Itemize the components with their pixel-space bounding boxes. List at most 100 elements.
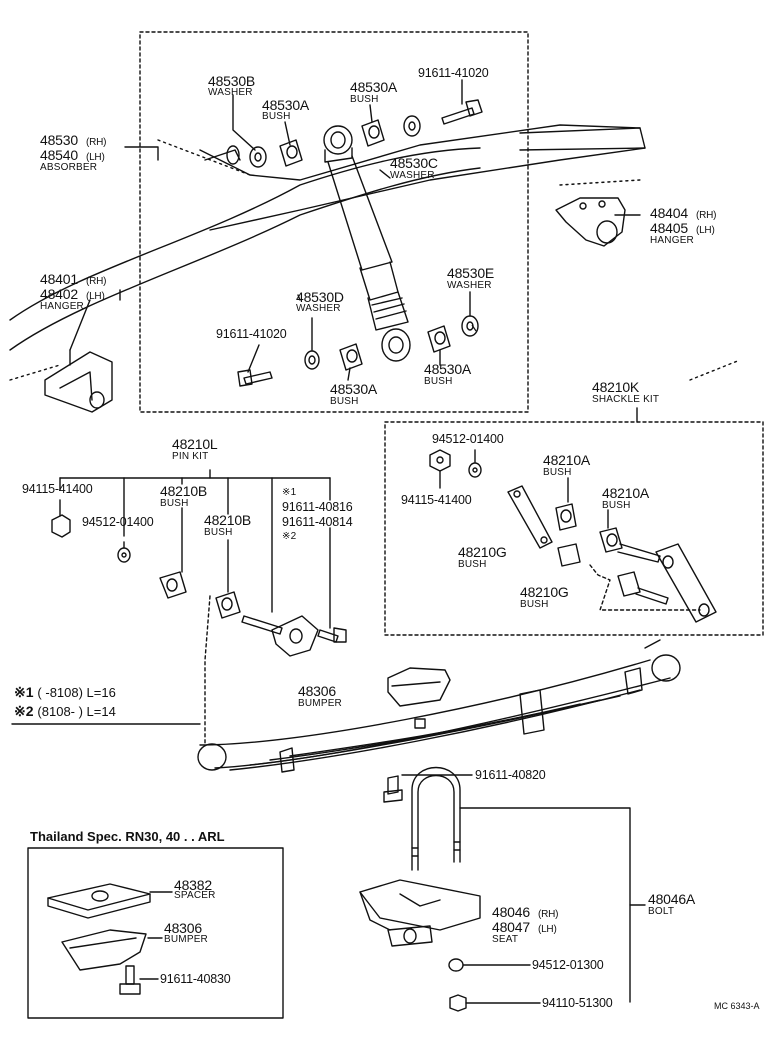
- bush-48530a-lower-right-part: [427, 325, 451, 353]
- part-number-48530a-upper-right: 48530A: [350, 79, 398, 95]
- pin-kit-name: PIN KIT: [172, 451, 209, 462]
- washer-48530c-part: [403, 115, 421, 137]
- seat-number-lh: 48047(LH): [492, 919, 557, 935]
- shackle-washer-part: [468, 462, 482, 478]
- pin-kit-tree: [59, 469, 331, 629]
- pinkit-bolt-note2-mark: ※2: [282, 531, 297, 542]
- pinkit-washer-part: [117, 547, 131, 563]
- spring-nut-part: [449, 994, 467, 1012]
- shock-absorber: [323, 125, 411, 362]
- part-number-48530a-lower-mid: 48530A: [330, 381, 378, 397]
- part-name-washer: WASHER: [296, 303, 341, 314]
- spring-bumper-number: 48306: [298, 683, 336, 699]
- front-hanger-number-rh: 48401(RH): [40, 271, 107, 287]
- pinkit-bush-b-number: 48210B: [204, 512, 252, 528]
- spring-seat-part: [359, 879, 481, 947]
- part-number-48530a-lower-right: 48530A: [424, 361, 472, 377]
- leader-48530b: [232, 94, 256, 151]
- thailand-bumper-part: [61, 929, 147, 971]
- part-name-hanger-rear: HANGER: [650, 235, 694, 246]
- pinkit-bush-a-part: [159, 571, 187, 599]
- shackle-bush-g2-part: [617, 571, 669, 605]
- shackle-bush-g2-number: 48210G: [520, 584, 569, 600]
- part-name-bush: BUSH: [160, 498, 189, 509]
- pinkit-bolt-note1-mark: ※1: [282, 487, 297, 498]
- pinkit-bush-a-number: 48210B: [160, 483, 208, 499]
- diagram-ref-code: MC 6343-A: [714, 1001, 760, 1011]
- washer-48530d-part: [304, 350, 320, 370]
- part-name-bush: BUSH: [262, 111, 291, 122]
- washer-48530e-part: [461, 315, 479, 337]
- pinkit-pin-plate-part: [241, 615, 319, 657]
- part-name-bush: BUSH: [204, 527, 233, 538]
- bush-48530a-upper-left-part: [279, 139, 303, 167]
- leader-48530a-ul: [284, 121, 291, 146]
- part-name-bush: BUSH: [350, 94, 379, 105]
- absorber-number-lh: 48540(LH): [40, 147, 105, 163]
- part-name-bush: BUSH: [520, 599, 549, 610]
- u-bolt-part: [411, 766, 461, 871]
- bumper-48306-part: [387, 667, 451, 707]
- shackle-bush-a2-part: [599, 527, 661, 563]
- part-name-bush: BUSH: [602, 500, 631, 511]
- spring-washer-part: [448, 958, 464, 972]
- shackle-plate-left-part: [507, 485, 553, 549]
- thailand-spec-box: [27, 847, 284, 1019]
- part-number-bolt-91611-41020-top: 91611-41020: [418, 66, 489, 80]
- shackle-bush-g1-part: [557, 543, 581, 567]
- washer-48530b-part: [249, 146, 267, 168]
- thailand-bumper-name: BUMPER: [164, 934, 208, 945]
- pin-kit-number: 48210L: [172, 436, 218, 452]
- part-number-48530d: 48530D: [296, 289, 344, 305]
- shackle-kit-number: 48210K: [592, 379, 640, 395]
- pinkit-washer-number: 94512-01400: [82, 515, 154, 529]
- note-1: ※1 ( -8108) L=16: [14, 684, 116, 700]
- bush-48530a-upper-right-part: [361, 119, 385, 147]
- absorber-number-rh: 48530(RH): [40, 132, 107, 148]
- part-name-bush: BUSH: [543, 467, 572, 478]
- thailand-bolt-number: 91611-40830: [160, 972, 231, 986]
- part-number-48530a-upper-left: 48530A: [262, 97, 310, 113]
- part-name-washer: WASHER: [447, 280, 492, 291]
- bush-48530a-lower-mid-part: [339, 343, 363, 371]
- part-number-48530e: 48530E: [447, 265, 495, 281]
- shackle-nut-part: [429, 449, 451, 472]
- shackle-bush-a1-part: [555, 503, 577, 531]
- part-number-48530c: 48530C: [390, 155, 438, 171]
- part-number-bolt-91611-41020-lower: 91611-41020: [216, 327, 287, 341]
- pinkit-bush-b-part: [215, 591, 241, 619]
- pinkit-bolt-part: [317, 627, 347, 643]
- shackle-bush-a2-number: 48210A: [602, 485, 650, 501]
- seat-name: SEAT: [492, 934, 519, 945]
- part-number-48530b: 48530B: [208, 73, 256, 89]
- shackle-bush-g1-number: 48210G: [458, 544, 507, 560]
- part-name-washer: WASHER: [390, 170, 435, 181]
- spring-bolt-number: 91611-40820: [475, 768, 546, 782]
- shackle-washer-number: 94512-01400: [432, 432, 504, 446]
- front-hanger-part: [44, 349, 113, 413]
- thailand-spacer-name: SPACER: [174, 890, 216, 901]
- frame-rail: [9, 124, 741, 381]
- pinkit-bolt-number-1: 91611-40816: [282, 500, 353, 514]
- bolt-lower-part: [237, 369, 273, 387]
- rear-hanger-part: [555, 197, 626, 247]
- shackle-bush-a1-number: 48210A: [543, 452, 591, 468]
- absorber-group-box: [139, 31, 529, 413]
- u-bolt-name: BOLT: [648, 906, 675, 917]
- rear-hanger-number-rh: 48404(RH): [650, 205, 717, 221]
- pinkit-bolt-number-2: 91611-40814: [282, 515, 353, 529]
- note-2: ※2 (8108- ) L=14: [14, 703, 116, 719]
- bolt-top-part: [441, 99, 483, 125]
- thailand-spec-title: Thailand Spec. RN30, 40 . . ARL: [30, 829, 225, 844]
- part-name-absorber: ABSORBER: [40, 162, 98, 173]
- pinkit-nut-part: [51, 514, 71, 538]
- shackle-kit-box: [384, 421, 764, 636]
- u-bolt-number: 48046A: [648, 891, 696, 907]
- shackle-kit-name: SHACKLE KIT: [592, 394, 660, 405]
- part-name-bush: BUSH: [424, 376, 453, 387]
- part-name-bush: BUSH: [458, 559, 487, 570]
- spring-washer-number: 94512-01300: [532, 958, 604, 972]
- thailand-spacer-number: 48382: [174, 877, 212, 893]
